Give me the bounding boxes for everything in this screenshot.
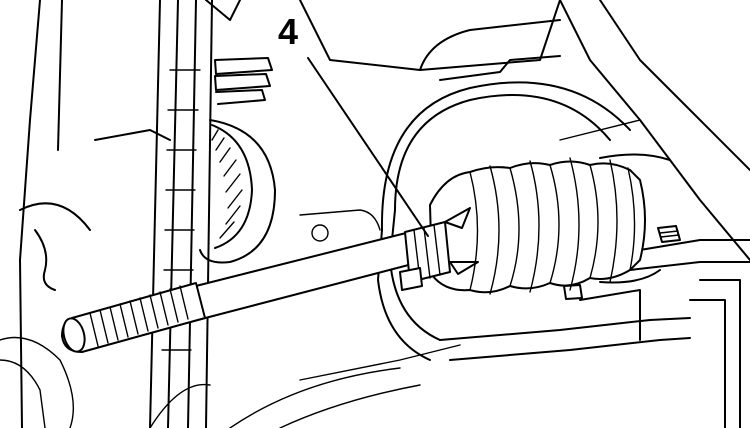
bolt-right xyxy=(563,225,681,300)
lower-right-frame xyxy=(149,239,750,428)
callout-4-leader xyxy=(307,57,429,237)
tie-rod xyxy=(61,231,421,353)
callout-label-4: 4 xyxy=(278,11,299,52)
left-frame-panel xyxy=(0,0,171,428)
boot-clamp xyxy=(399,207,479,291)
coil-spring xyxy=(199,57,276,264)
body-panel-top xyxy=(299,0,750,261)
steering-boot xyxy=(429,153,671,295)
frame-rails xyxy=(149,0,241,428)
